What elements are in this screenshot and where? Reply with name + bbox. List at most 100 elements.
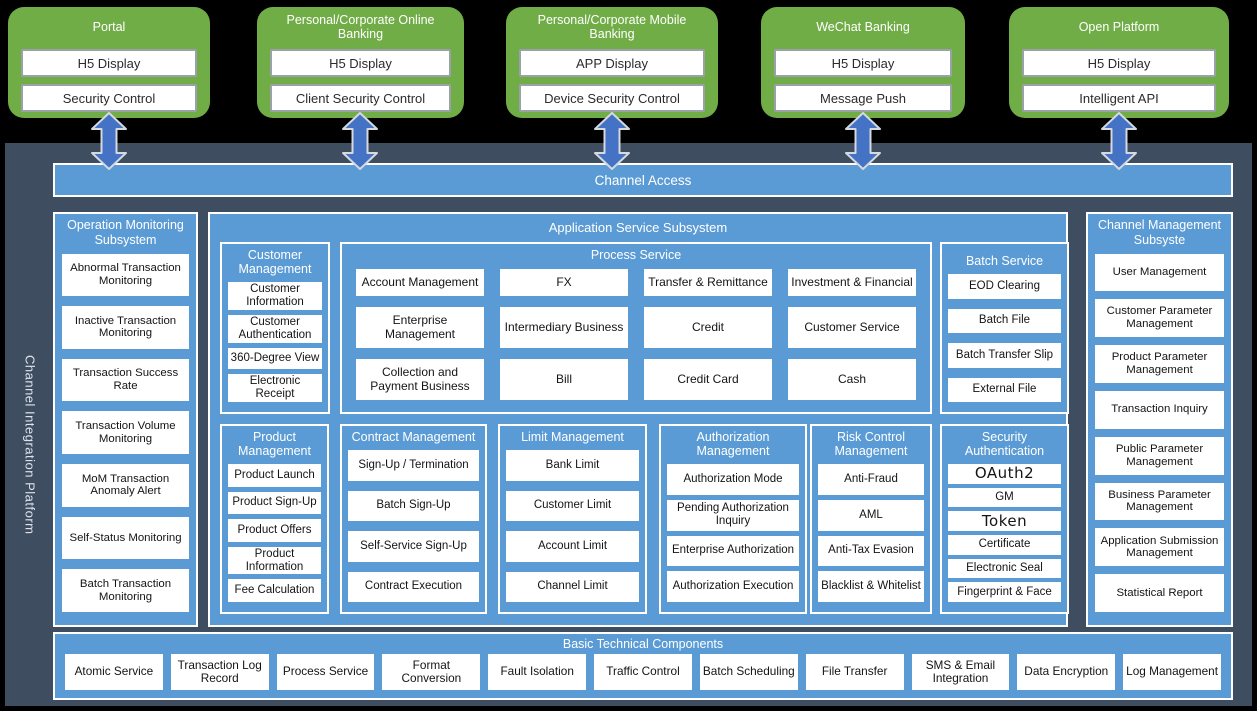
box-item: User Management [1095,253,1224,292]
contract-management-panel: Contract Management Sign-Up / Terminatio… [340,424,487,614]
box-item: Transaction Log Record [170,654,269,690]
box-item: Contract Execution [348,571,479,602]
basic-technical-components-panel: Basic Technical Components Atomic Servic… [53,632,1233,700]
channel-integration-platform: Channel Integration Platform Channel Acc… [5,143,1252,706]
operation-monitoring-subsystem-panel: Operation Monitoring Subsystem Abnormal … [53,212,198,627]
panel-title: Customer Management [238,248,312,276]
box-item: Transaction Success Rate [62,358,189,402]
panel-title: Basic Technical Components [562,637,724,651]
panel-items: Product Launch Product Sign-Up Product O… [222,462,327,612]
channel-title: Personal/Corporate Mobile Banking [537,13,687,41]
box-item: Authorization Execution [667,571,799,602]
panel-title: Channel Management Subsyste [1098,218,1221,247]
box-item: Log Management [1123,654,1221,690]
box-item: Intermediary Business [500,307,628,349]
panel-title: Operation Monitoring Subsystem [67,218,184,247]
box-item: Fault Isolation [488,654,587,690]
channel-item: Client Security Control [270,84,451,112]
box-item: Sign-Up / Termination [348,450,479,481]
box-item: Transfer & Remittance [644,269,772,297]
box-item: Customer Service [788,307,916,349]
channel-item: H5 Display [1022,49,1216,77]
channel-box-wechat-banking: WeChat Banking H5 Display Message Push [761,7,965,118]
box-item: Self-Service Sign-Up [348,531,479,562]
box-item: Certificate [948,535,1061,555]
batch-service-panel: Batch Service EOD Clearing Batch File Ba… [940,242,1069,414]
box-item: Inactive Transaction Monitoring [62,306,189,349]
panel-items: User Management Customer Parameter Manag… [1088,253,1231,626]
panel-title: Batch Service [965,254,1044,268]
box-item: Batch File [948,308,1061,333]
box-item: Customer Authentication [228,314,322,343]
panel-title: Product Management [238,430,311,458]
box-item: Enterprise Authorization [667,535,799,567]
authorization-management-panel: Authorization Management Authorization M… [659,424,807,614]
channel-box-portal: Portal H5 Display Security Control [8,7,210,118]
channel-box-online-banking: Personal/Corporate Online Banking H5 Dis… [257,7,464,118]
box-item: Credit [644,307,772,349]
box-item: Product Information [228,546,321,575]
panel-items: OAuth2 GM Token Certificate Electronic S… [942,462,1067,612]
box-item: Pending Authorization Inquiry [667,499,799,531]
panel-title: Application Service Subsystem [548,220,728,235]
box-item: EOD Clearing [948,274,1061,299]
panel-items: Sign-Up / Termination Batch Sign-Up Self… [342,448,485,612]
box-item: Product Sign-Up [228,491,321,515]
box-item: Product Launch [228,464,321,487]
box-item: Fingerprint & Face [948,582,1061,603]
box-item: Transaction Volume Monitoring [62,411,189,455]
box-item: Investment & Financial [788,269,916,297]
box-item: Statistical Report [1095,574,1224,612]
panel-items: EOD Clearing Batch File Batch Transfer S… [942,272,1067,412]
box-item: SMS & Email Integration [911,654,1010,690]
box-item: Enterprise Management [356,307,484,349]
box-item: Bank Limit [506,450,639,481]
channel-box-mobile-banking: Personal/Corporate Mobile Banking APP Di… [506,7,718,118]
box-item: Process Service [276,654,375,690]
box-item: Credit Card [644,359,772,400]
box-item: OAuth2 [948,464,1061,484]
box-item: Collection and Payment Business [356,359,484,400]
double-arrow-icon [1101,112,1137,170]
box-item: Authorization Mode [667,464,799,495]
panel-items: Account Management FX Transfer & Remitta… [342,266,930,412]
box-item: Bill [500,359,628,400]
channel-management-subsystem-panel: Channel Management Subsyste User Managem… [1086,212,1233,627]
security-authentication-panel: Security Authentication OAuth2 GM Token … [940,424,1069,614]
box-item: Transaction Inquiry [1095,390,1224,429]
panel-title: Contract Management [351,430,476,444]
application-service-subsystem-panel: Application Service Subsystem Customer M… [208,212,1069,627]
box-item: Business Parameter Management [1095,482,1224,521]
double-arrow-icon [91,112,127,170]
box-item: Product Offers [228,519,321,542]
panel-title: Risk Control Management [834,430,908,458]
box-item: Customer Limit [506,490,639,521]
box-item: Anti-Tax Evasion [818,535,924,567]
panel-items: Anti-Fraud AML Anti-Tax Evasion Blacklis… [812,462,930,612]
box-item: Format Conversion [382,654,481,690]
channel-item: Message Push [774,84,952,112]
platform-vertical-label: Channel Integration Platform [22,354,38,535]
box-item: Account Limit [506,531,639,562]
panel-items: Bank Limit Customer Limit Account Limit … [500,448,645,612]
panel-items: Atomic Service Transaction Log Record Pr… [65,654,1221,690]
box-item: Account Management [356,269,484,297]
box-item: Batch Transfer Slip [948,343,1061,368]
box-item: Electronic Receipt [228,374,322,402]
box-item: File Transfer [805,654,904,690]
box-item: Batch Transaction Monitoring [62,569,189,612]
box-item: Self-Status Monitoring [62,516,189,560]
box-item: Data Encryption [1017,654,1116,690]
box-item: Application Submission Management [1095,528,1224,567]
customer-management-panel: Customer Management Customer Information… [220,242,330,414]
box-item: Cash [788,359,916,400]
box-item: MoM Transaction Anomaly Alert [62,464,189,507]
box-item: Product Parameter Management [1095,345,1224,383]
box-item: Fee Calculation [228,579,321,602]
panel-items: Authorization Mode Pending Authorization… [661,462,805,612]
panel-title: Authorization Management [696,430,770,458]
box-item: Batch Sign-Up [348,490,479,521]
process-service-panel: Process Service Account Management FX Tr… [340,242,932,414]
channel-title: Open Platform [1078,20,1160,34]
